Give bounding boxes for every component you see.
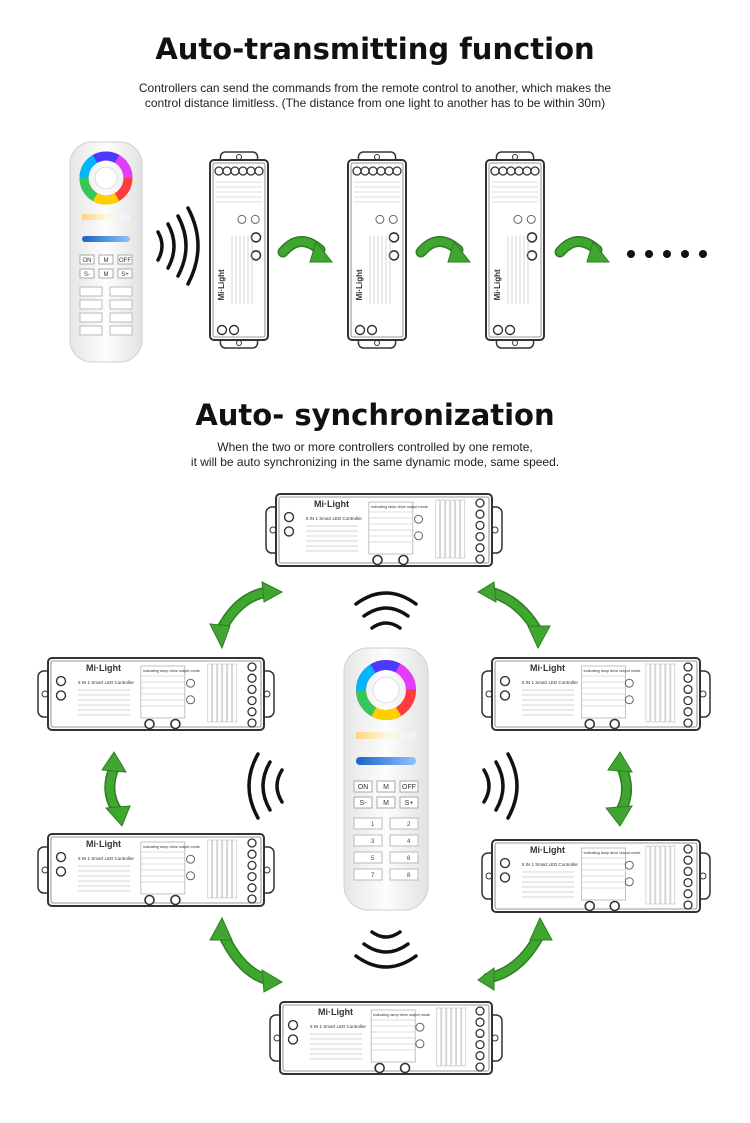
brand-label: Mi·Light — [493, 269, 502, 300]
remote-control-1: ON M OFF S- M S+ — [69, 141, 143, 363]
indicator-header: Indicating lamp drive output mode — [371, 505, 428, 509]
speed-up-button: S+ — [121, 272, 129, 278]
svg-text:3: 3 — [371, 839, 375, 845]
signal-waves-top — [354, 591, 418, 630]
controller-chain-1: Mi·Light — [209, 151, 269, 349]
svg-text:5: 5 — [371, 856, 375, 862]
arrow-sync-right — [605, 751, 633, 827]
arrow-sync-left — [101, 751, 131, 827]
controller-top: Mi·Light 5 IN 1 Smart LED Controller Indic… — [265, 493, 503, 567]
model-label: 5 IN 1 Smart LED Controller — [522, 680, 579, 685]
signal-waves-bottom — [354, 930, 418, 969]
on-button: ON — [358, 784, 369, 791]
zone-buttons: 1 2 3 4 5 6 7 8 — [353, 817, 419, 881]
signal-waves-1 — [156, 206, 200, 286]
svg-text:4: 4 — [407, 839, 411, 845]
off-button: OFF — [119, 258, 131, 264]
mode-button: M — [383, 784, 389, 791]
indicator-header: Indicating lamp drive output mode — [143, 669, 200, 673]
mode-button: M — [104, 258, 109, 264]
indicator-header: Indicating lamp drive output mode — [143, 845, 200, 849]
signal-waves-left — [247, 752, 284, 820]
controller-chain-3: Mi·Light — [485, 151, 545, 349]
brightness-slider — [356, 757, 416, 765]
ellipsis-dots — [627, 250, 707, 258]
brand-label: Mi·Light — [217, 269, 226, 300]
svg-text:8: 8 — [407, 873, 411, 879]
model-label: 5 IN 1 Smart LED Controller — [310, 1024, 367, 1029]
controller-bottom: Mi·Light 5 IN 1 Smart LED Controller Indic… — [269, 1001, 503, 1075]
indicator-header: Indicating lamp drive output mode — [373, 1013, 430, 1017]
arrow-sync-bottom-right — [477, 916, 553, 991]
svg-text:6: 6 — [407, 856, 411, 862]
model-label: 5 IN 1 Smart LED Controller — [306, 516, 363, 521]
arrow-chain-2 — [415, 236, 472, 263]
brand-label: Mi·Light — [530, 845, 565, 855]
section-title-synchronization: Auto- synchronization — [195, 398, 555, 432]
model-label: 5 IN 1 Smart LED Controller — [522, 862, 579, 867]
mode-button-2: M — [104, 272, 109, 278]
controller-right-upper: Mi·Light 5 IN 1 Smart LED Controller Indic… — [481, 657, 711, 731]
svg-text:7: 7 — [371, 873, 375, 879]
brand-label: Mi·Light — [318, 1007, 353, 1017]
color-temperature-slider — [82, 214, 130, 220]
color-temperature-slider — [356, 732, 416, 739]
controller-left-lower: Mi·Light 5 IN 1 Smart LED Controller Indic… — [37, 833, 275, 907]
remote-control-2: ON M OFF S- M S+ 1 2 3 4 5 6 — [343, 647, 429, 911]
model-label: 5 IN 1 Smart LED Controller — [78, 680, 135, 685]
zone-buttons — [79, 286, 133, 336]
indicator-header: Indicating lamp drive output mode — [583, 669, 640, 673]
arrow-sync-top-left — [209, 581, 284, 650]
color-wheel-icon — [356, 660, 416, 720]
section-title-transmitting: Auto-transmitting function — [155, 32, 595, 66]
svg-text:2: 2 — [407, 822, 411, 828]
arrow-chain-3 — [554, 236, 611, 263]
speed-down-button: S- — [360, 800, 368, 807]
color-wheel-icon — [79, 151, 133, 205]
controller-left-upper: Mi·Light 5 IN 1 Smart LED Controller Indic… — [37, 657, 275, 731]
section-description-synchronization: When the two or more controllers control… — [190, 440, 560, 469]
svg-text:1: 1 — [371, 822, 375, 828]
off-button: OFF — [402, 784, 416, 791]
brightness-slider — [82, 236, 130, 242]
speed-down-button: S- — [84, 272, 90, 278]
signal-waves-right — [482, 752, 519, 820]
brand-label: Mi·Light — [86, 839, 121, 849]
arrow-sync-top-right — [477, 581, 551, 650]
arrow-sync-bottom-left — [209, 916, 283, 993]
controller-right-lower: Mi·Light 5 IN 1 Smart LED Controller Indic… — [481, 839, 711, 913]
model-label: 5 IN 1 Smart LED Controller — [78, 856, 135, 861]
brand-label: Mi·Light — [314, 499, 349, 509]
controller-chain-2: Mi·Light — [347, 151, 407, 349]
indicator-header: Indicating lamp drive output mode — [583, 851, 640, 855]
brand-label: Mi·Light — [355, 269, 364, 300]
mode-button-2: M — [383, 800, 389, 807]
brand-label: Mi·Light — [530, 663, 565, 673]
section-description-transmitting: Controllers can send the commands from t… — [138, 81, 612, 110]
arrow-chain-1 — [277, 236, 334, 263]
speed-up-button: S+ — [405, 800, 414, 807]
on-button: ON — [83, 258, 92, 264]
brand-label: Mi·Light — [86, 663, 121, 673]
